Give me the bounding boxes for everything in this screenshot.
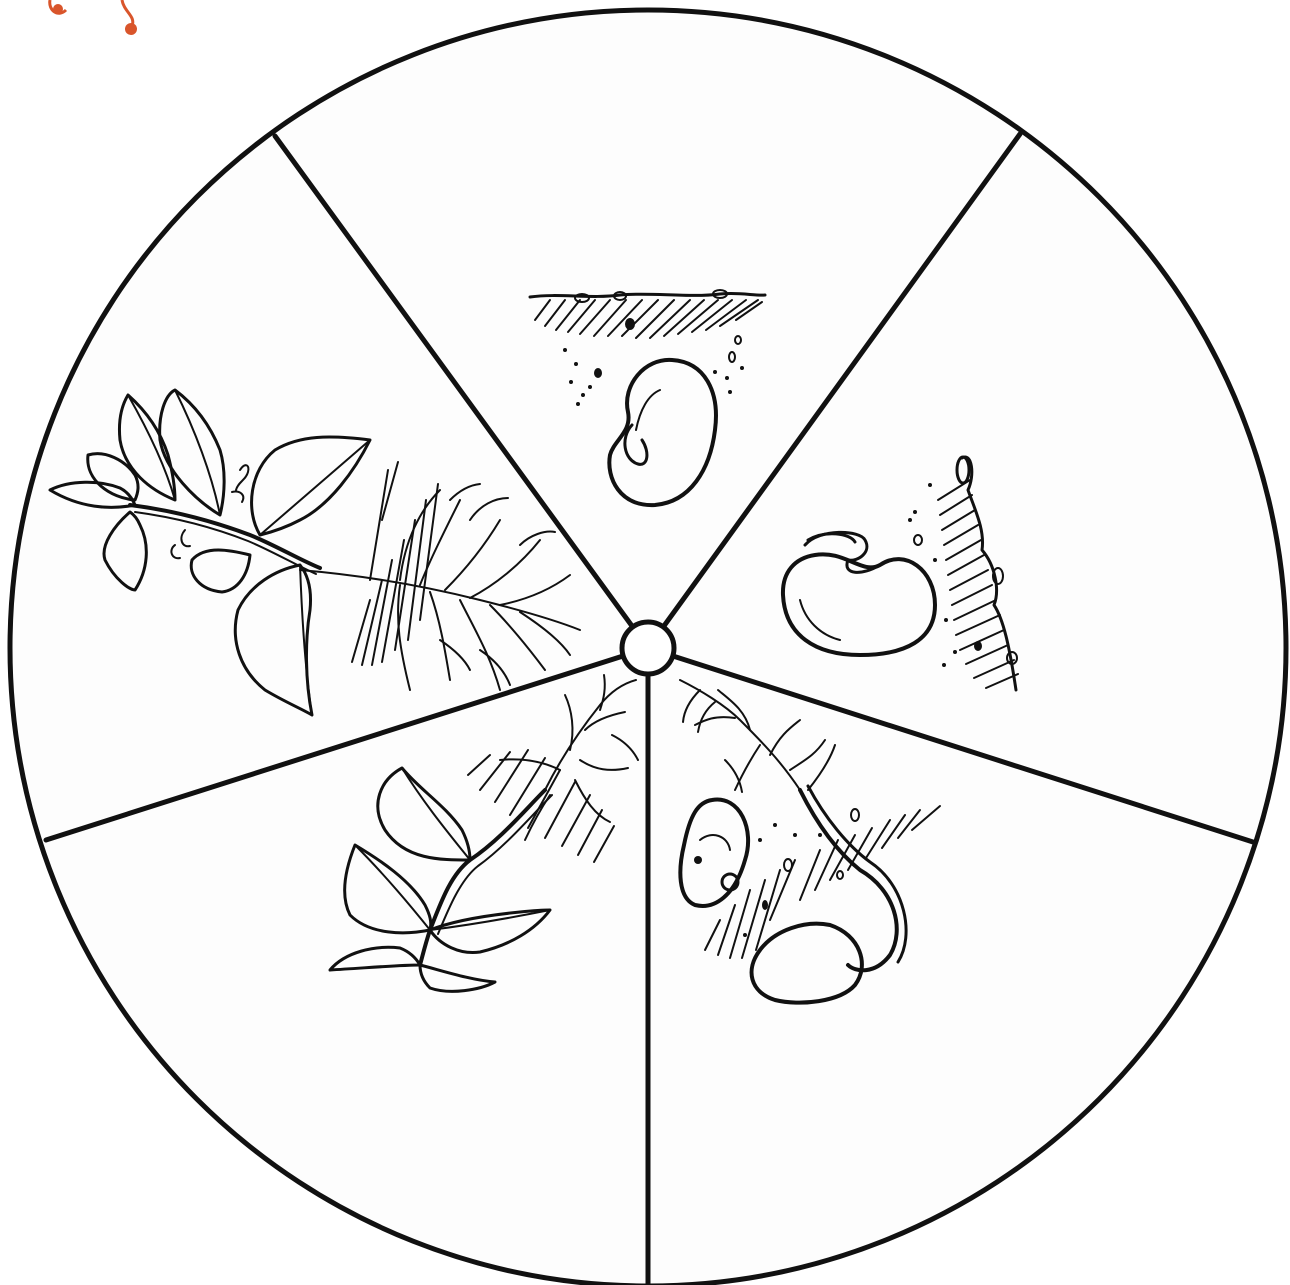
corner-ornament-icon: [50, 0, 137, 35]
wheel-hub: [622, 622, 674, 674]
